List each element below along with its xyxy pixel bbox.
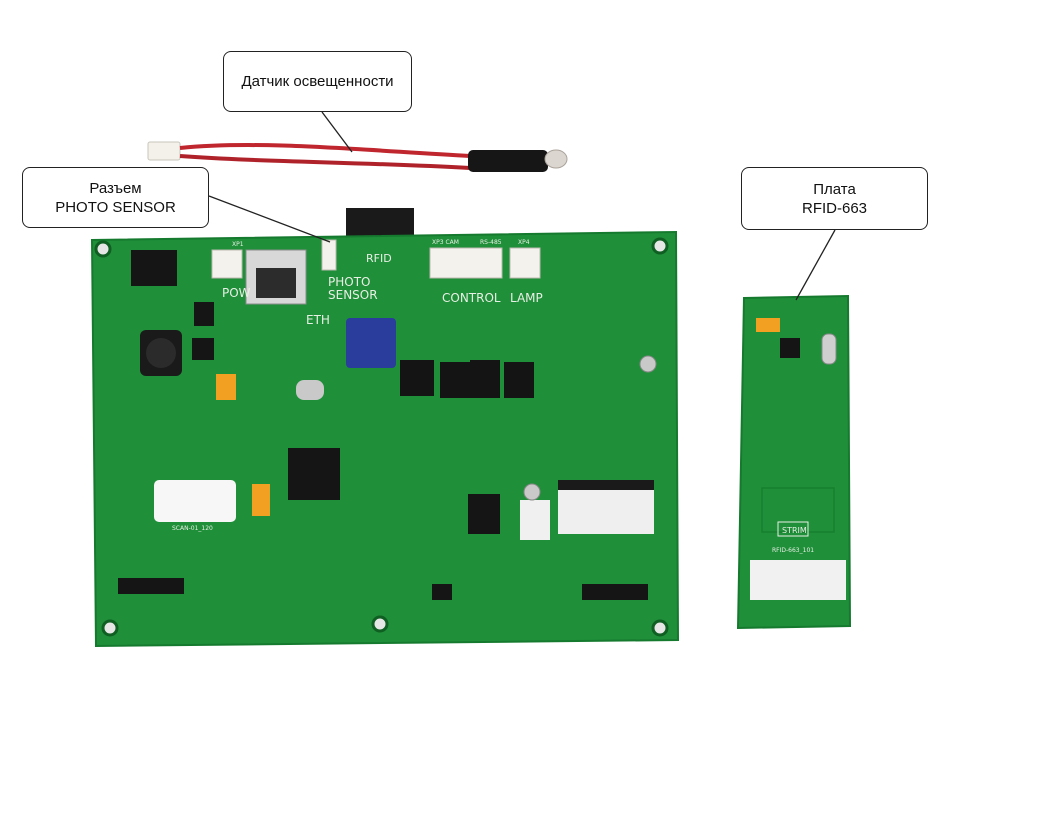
- xp3-cam-connector: [429, 247, 503, 279]
- rs485-silk-label: RS-485: [480, 239, 502, 246]
- pow-silk-label: POW: [222, 286, 251, 300]
- xp4-silk-label: XP4: [518, 239, 530, 246]
- sensor-wire-bottom: [179, 154, 471, 170]
- xp4-connector: [509, 247, 541, 279]
- lamp-silk-label: LAMP: [510, 291, 543, 305]
- photo-silk-label: PHOTO: [328, 275, 370, 289]
- rfid-board-callout-line1: Плата: [813, 180, 856, 198]
- board-label-sticker: [154, 480, 236, 522]
- photo-connector-callout: Разъем PHOTO SENSOR: [22, 167, 209, 228]
- power-jack: [131, 250, 177, 286]
- eth-silk-label: ETH: [306, 313, 330, 327]
- light-sensor-cable: [147, 141, 568, 172]
- xp3-silk-label: XP3 CAM: [432, 239, 459, 246]
- microcontroller: [288, 448, 340, 500]
- light-sensor-leader: [321, 111, 353, 153]
- photo-connector-leader: [208, 195, 331, 243]
- tantalum-capacitor: [216, 374, 236, 400]
- rfid-silk-label: RFID: [366, 252, 392, 265]
- board-model-label: SCAN-01_120: [172, 525, 213, 532]
- blue-capacitor: [346, 318, 396, 368]
- rfid-antenna-area: [761, 487, 835, 533]
- sensor-silk-label: SENSOR: [328, 288, 378, 302]
- light-sensor-callout-text: Датчик освещенности: [241, 73, 394, 90]
- xp1-silk-label: XP1: [232, 241, 244, 248]
- rfid-header: [346, 208, 414, 236]
- control-silk-label: CONTROL: [442, 291, 501, 305]
- tantalum-capacitor: [252, 484, 270, 516]
- rfid-board-callout: Плата RFID-663: [741, 167, 928, 230]
- sensor-cable-plug: [147, 141, 181, 161]
- photo-connector-callout-line1: Разъем: [89, 179, 142, 197]
- rfid-board-leader: [795, 229, 836, 301]
- rfid-logo-label: STRIM: [782, 526, 807, 535]
- light-sensor-callout: Датчик освещенности: [223, 51, 412, 112]
- sensor-wire-top: [179, 143, 471, 158]
- rfid-model-label: RFID-663_101: [772, 547, 814, 554]
- xp1-connector: [211, 249, 243, 279]
- rfid-board-callout-line2: RFID-663: [801, 199, 868, 217]
- rfid-board-pcb: [736, 294, 852, 630]
- rfid-board: STRIM RFID-663_101: [736, 294, 852, 630]
- sensor-heat-shrink: [468, 150, 548, 172]
- photo-sensor-connector: [321, 239, 337, 271]
- photoresistor: [544, 149, 568, 169]
- photo-connector-callout-line2: PHOTO SENSOR: [55, 198, 176, 216]
- main-board: RFID PHOTO SENSOR CONTROL LAMP POW ETH X…: [90, 208, 680, 648]
- main-board-pcb: [90, 230, 680, 648]
- rfid-label-sticker: [750, 560, 846, 600]
